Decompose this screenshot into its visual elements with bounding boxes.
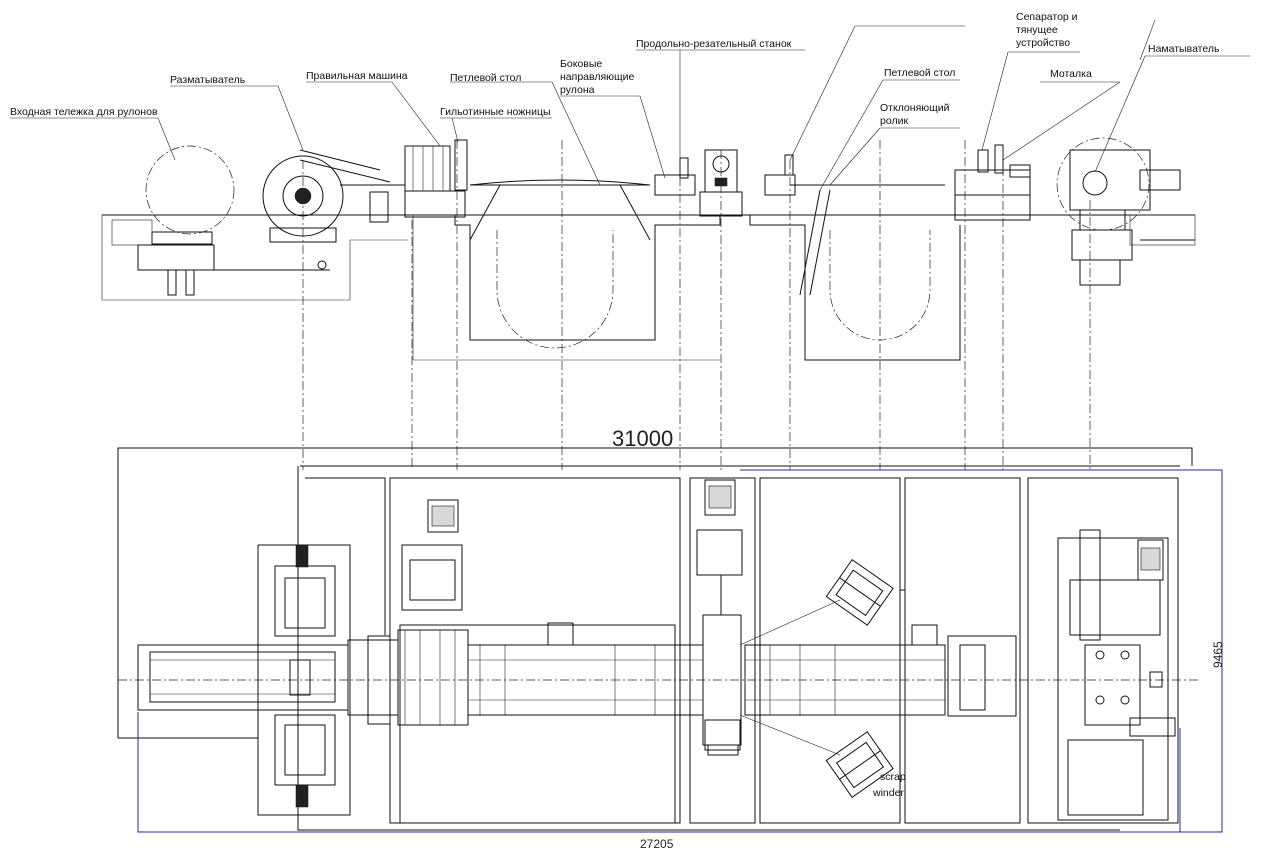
- label-guillotine: Гильотинные ножницы: [440, 106, 551, 118]
- label-scrap-winder-line1: scrap: [880, 771, 906, 783]
- scrap-winder-upper: [825, 558, 894, 626]
- label-uncoiler: Разматыватель: [170, 74, 246, 86]
- label-loop-table-1: Петлевой стол: [450, 72, 521, 84]
- label-straightener: Правильная машина: [306, 70, 408, 82]
- slitter-plan: [696, 479, 743, 756]
- loop-pit-1: [412, 179, 721, 361]
- dimension-9465: 9465: [1211, 641, 1225, 668]
- exit-section-elevation: [954, 137, 1196, 286]
- straightener-plan: [347, 499, 469, 726]
- dimension-31000: 31000: [612, 426, 673, 451]
- loop-pit-2: [749, 154, 961, 361]
- projection-lines: [302, 140, 1091, 470]
- strip-line-plan-2: [744, 624, 1017, 717]
- callout-labels: Входная тележка для рулонов Разматывател…: [10, 11, 1220, 127]
- slitter-elevation: [654, 149, 743, 217]
- label-scrap-winder-top: Моталка: [1050, 68, 1092, 80]
- label-loop-table-2: Петлевой стол: [884, 67, 955, 79]
- label-side-guides-line2: направляющие: [560, 71, 635, 83]
- label-separator-line2: тянущее: [1016, 24, 1058, 36]
- dimension-27205: 27205: [640, 837, 674, 851]
- label-recoiler: Наматыватель: [1148, 43, 1220, 55]
- strip-line-plan-1: [467, 622, 704, 716]
- recoiler-plan: [1057, 529, 1176, 821]
- label-slitter: Продольно-резательный станок: [636, 38, 792, 50]
- scrap-winder-lower: [825, 731, 894, 799]
- label-entry-coil-car: Входная тележка для рулонов: [10, 106, 158, 118]
- entry-coil-car-elevation: [111, 145, 330, 296]
- label-separator-line1: Сепаратор и: [1016, 11, 1078, 23]
- entry-car-plan: [118, 544, 1200, 808]
- label-deflector-line1: Отклоняющий: [880, 102, 950, 114]
- side-elevation: [101, 137, 1196, 470]
- uncoiler-elevation: [262, 149, 405, 243]
- straightener-elevation: [404, 139, 468, 218]
- label-side-guides-line1: Боковые: [560, 58, 602, 70]
- leader-lines: [10, 19, 1250, 191]
- label-deflector-line2: ролик: [880, 115, 908, 127]
- label-scrap-winder-line2: winder: [872, 787, 904, 799]
- label-side-guides-line3: рулона: [560, 84, 595, 96]
- plan-view: 31000 27205 9465: [117, 426, 1225, 851]
- label-separator-line3: устройство: [1016, 37, 1070, 49]
